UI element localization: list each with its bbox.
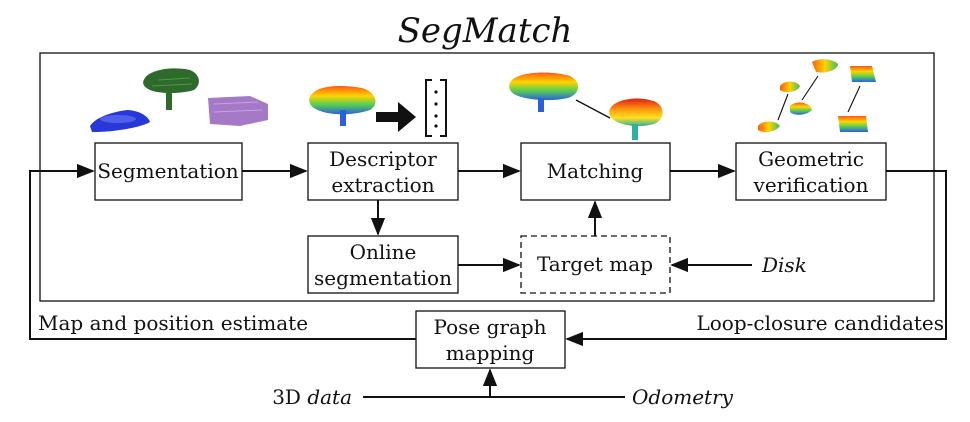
geometric-label-line2: verification [753, 173, 869, 197]
matching-label: Matching [547, 159, 644, 183]
3d-data-label: 3D data [272, 385, 352, 409]
diagram-title: SegMatch [398, 11, 573, 51]
disk-label: Disk [761, 253, 807, 277]
descriptor-extraction-box: Descriptor extraction [307, 142, 459, 201]
target-map-box: Target map [520, 235, 671, 294]
odometry-label: Odometry [632, 385, 734, 409]
pose-graph-label-line2: mapping [446, 341, 535, 365]
descriptor-vector-icon [425, 79, 447, 137]
tree-segment-illustration [143, 68, 199, 110]
geometric-verification-box: Geometric verification [735, 142, 887, 201]
online-label-line2: segmentation [314, 266, 452, 290]
loop-closure-label: Loop-closure candidates [696, 311, 944, 335]
arrow-map-estimate [29, 163, 416, 340]
transform-arrow-icon [376, 102, 416, 132]
truck-segment-illustration [208, 96, 268, 126]
descriptor-tree-illustration [309, 86, 376, 126]
target-map-label: Target map [537, 252, 653, 276]
segmentation-box: Segmentation [94, 142, 243, 201]
online-segmentation-box: Online segmentation [307, 235, 459, 294]
pose-graph-label-line1: Pose graph [433, 315, 546, 339]
online-label-line1: Online [350, 240, 417, 264]
pose-graph-mapping-box: Pose graph mapping [415, 310, 566, 369]
geometric-label-line1: Geometric [758, 147, 864, 171]
map-position-label: Map and position estimate [38, 311, 308, 335]
segmatch-frame [39, 52, 935, 302]
matching-illustration [509, 72, 663, 140]
arrow-loop-closure [565, 170, 947, 347]
geometric-verification-illustration [758, 59, 876, 133]
flow-arrows [29, 163, 947, 398]
descriptor-label-line1: Descriptor [329, 147, 437, 171]
car-segment-illustration [90, 110, 150, 132]
segmentation-label: Segmentation [97, 159, 238, 183]
descriptor-label-line2: extraction [331, 173, 434, 197]
matching-box: Matching [520, 142, 671, 201]
